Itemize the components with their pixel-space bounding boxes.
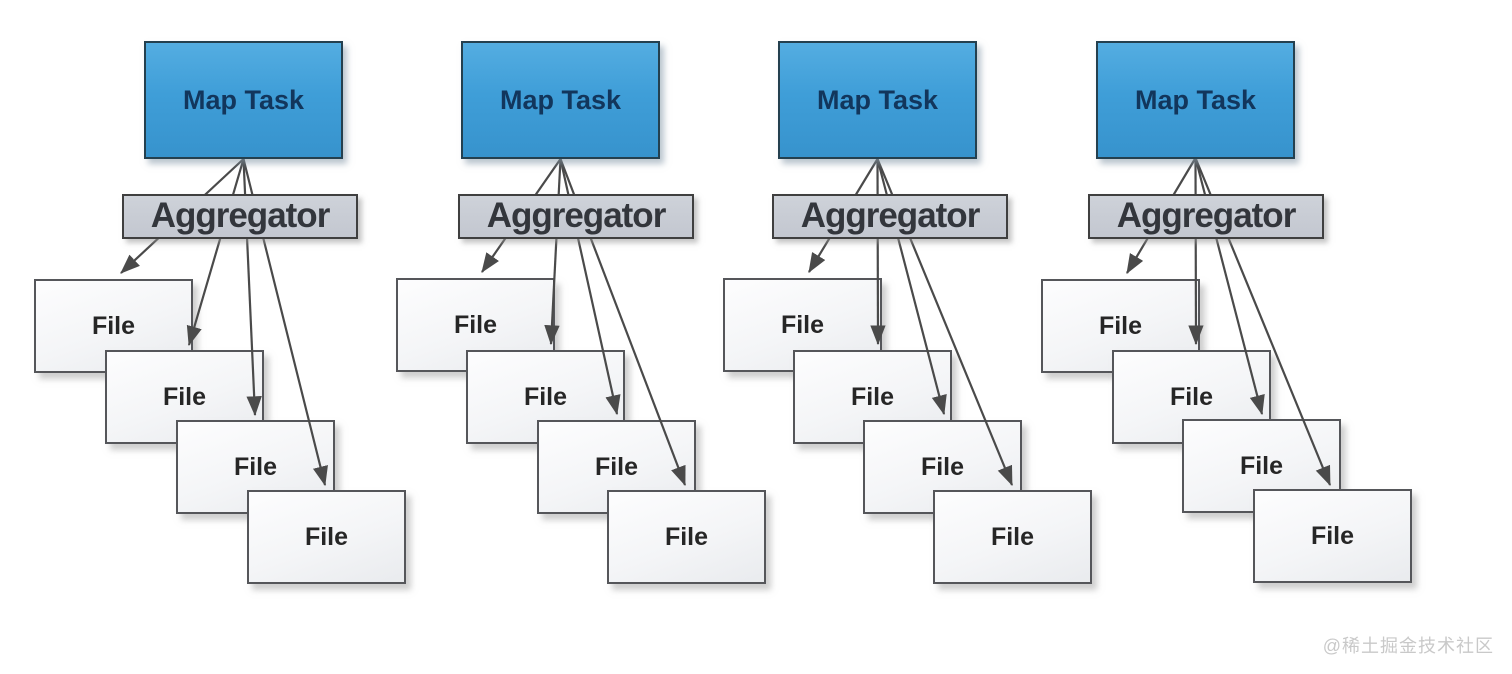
map-task-label: Map Task	[182, 84, 305, 115]
aggregator-label: Aggregator	[1116, 196, 1297, 235]
aggregator-label: Aggregator	[800, 196, 981, 235]
file-node: File	[247, 490, 406, 584]
map-task-label: Map Task	[1134, 84, 1257, 115]
file-node: File	[1253, 489, 1412, 583]
file-label: File	[780, 310, 825, 339]
watermark-text: @稀土掘金技术社区	[1322, 636, 1494, 656]
map-task-node: Map Task	[461, 41, 660, 159]
aggregator-node: Aggregator	[122, 194, 358, 239]
file-label: File	[594, 452, 639, 481]
map-task-label: Map Task	[816, 84, 939, 115]
file-label: File	[453, 310, 498, 339]
file-label: File	[850, 382, 895, 411]
aggregator-node: Aggregator	[772, 194, 1008, 239]
aggregator-label: Aggregator	[150, 196, 331, 235]
file-label: File	[1098, 311, 1143, 340]
file-label: File	[1239, 451, 1284, 480]
map-task-node: Map Task	[144, 41, 343, 159]
file-label: File	[920, 452, 965, 481]
file-label: File	[1310, 521, 1355, 550]
map-task-label: Map Task	[499, 84, 622, 115]
file-node: File	[933, 490, 1092, 584]
file-label: File	[1169, 382, 1214, 411]
file-label: File	[664, 522, 709, 551]
file-label: File	[162, 382, 207, 411]
aggregator-node: Aggregator	[1088, 194, 1324, 239]
map-task-node: Map Task	[1096, 41, 1295, 159]
file-label: File	[523, 382, 568, 411]
arrow-line	[186, 158, 245, 347]
aggregator-label: Aggregator	[486, 196, 667, 235]
file-label: File	[990, 522, 1035, 551]
file-label: File	[233, 452, 278, 481]
aggregator-node: Aggregator	[458, 194, 694, 239]
file-node: File	[607, 490, 766, 584]
map-task-node: Map Task	[778, 41, 977, 159]
file-label: File	[304, 522, 349, 551]
file-label: File	[91, 311, 136, 340]
